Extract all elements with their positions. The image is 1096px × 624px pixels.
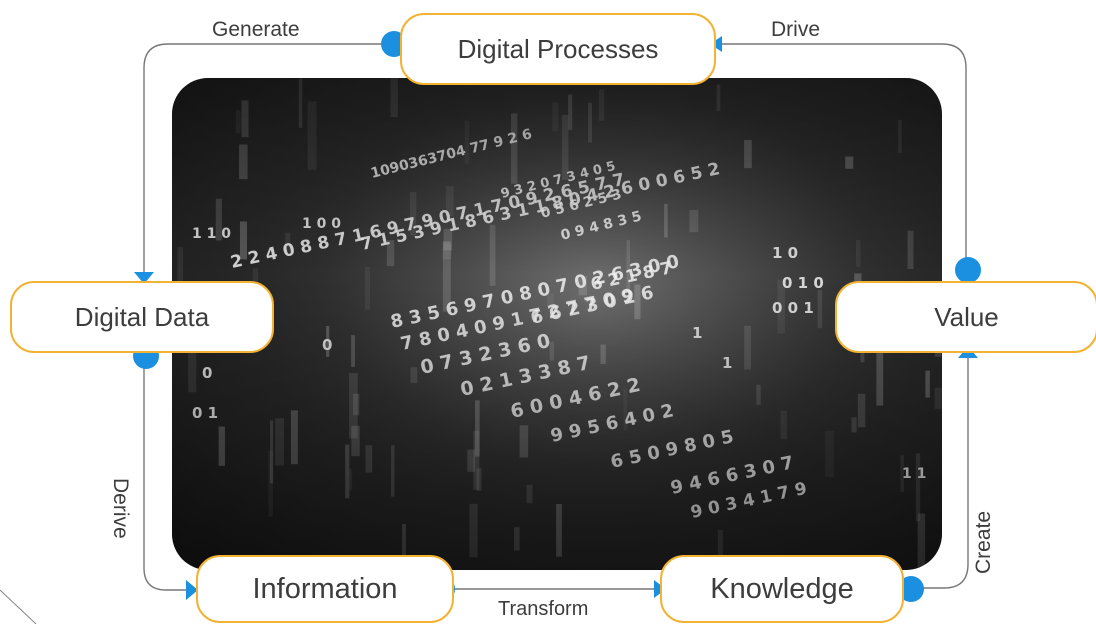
edge-label-drive: Drive: [771, 18, 821, 41]
edge-label-derive: Derive: [109, 478, 132, 539]
drive-connector: [718, 43, 967, 268]
node-value: Value: [835, 281, 1096, 353]
derive-connector: [143, 356, 194, 591]
node-information-label: Information: [252, 572, 398, 605]
edge-label-transform: Transform: [498, 598, 589, 620]
node-knowledge-label: Knowledge: [710, 572, 854, 605]
node-value-label: Value: [934, 301, 999, 332]
decorative-line: [0, 589, 37, 624]
arrow-into-digital-data: [134, 272, 154, 284]
edge-label-generate: Generate: [212, 18, 300, 41]
circuit-digits-photo: 1090363704 77 9 2 69 3 2 0 7 3 4 0 50 5 …: [172, 78, 942, 570]
dot-value-out: [955, 257, 981, 283]
node-information: Information: [196, 555, 454, 623]
generate-connector: [143, 43, 400, 278]
node-digital-data-label: Digital Data: [74, 301, 210, 332]
edge-label-create: Create: [972, 510, 995, 574]
arrow-into-digital-processes: [710, 36, 722, 52]
node-digital-data: Digital Data: [10, 281, 274, 353]
create-connector: [912, 358, 969, 589]
dot-knowledge-out: [898, 576, 924, 602]
node-digital-processes: Digital Processes: [400, 13, 716, 85]
node-knowledge: Knowledge: [660, 555, 904, 623]
node-digital-processes-label: Digital Processes: [457, 33, 659, 64]
arrow-into-information: [186, 580, 198, 600]
photo-texture: 1090363704 77 9 2 69 3 2 0 7 3 4 0 50 5 …: [172, 78, 942, 570]
